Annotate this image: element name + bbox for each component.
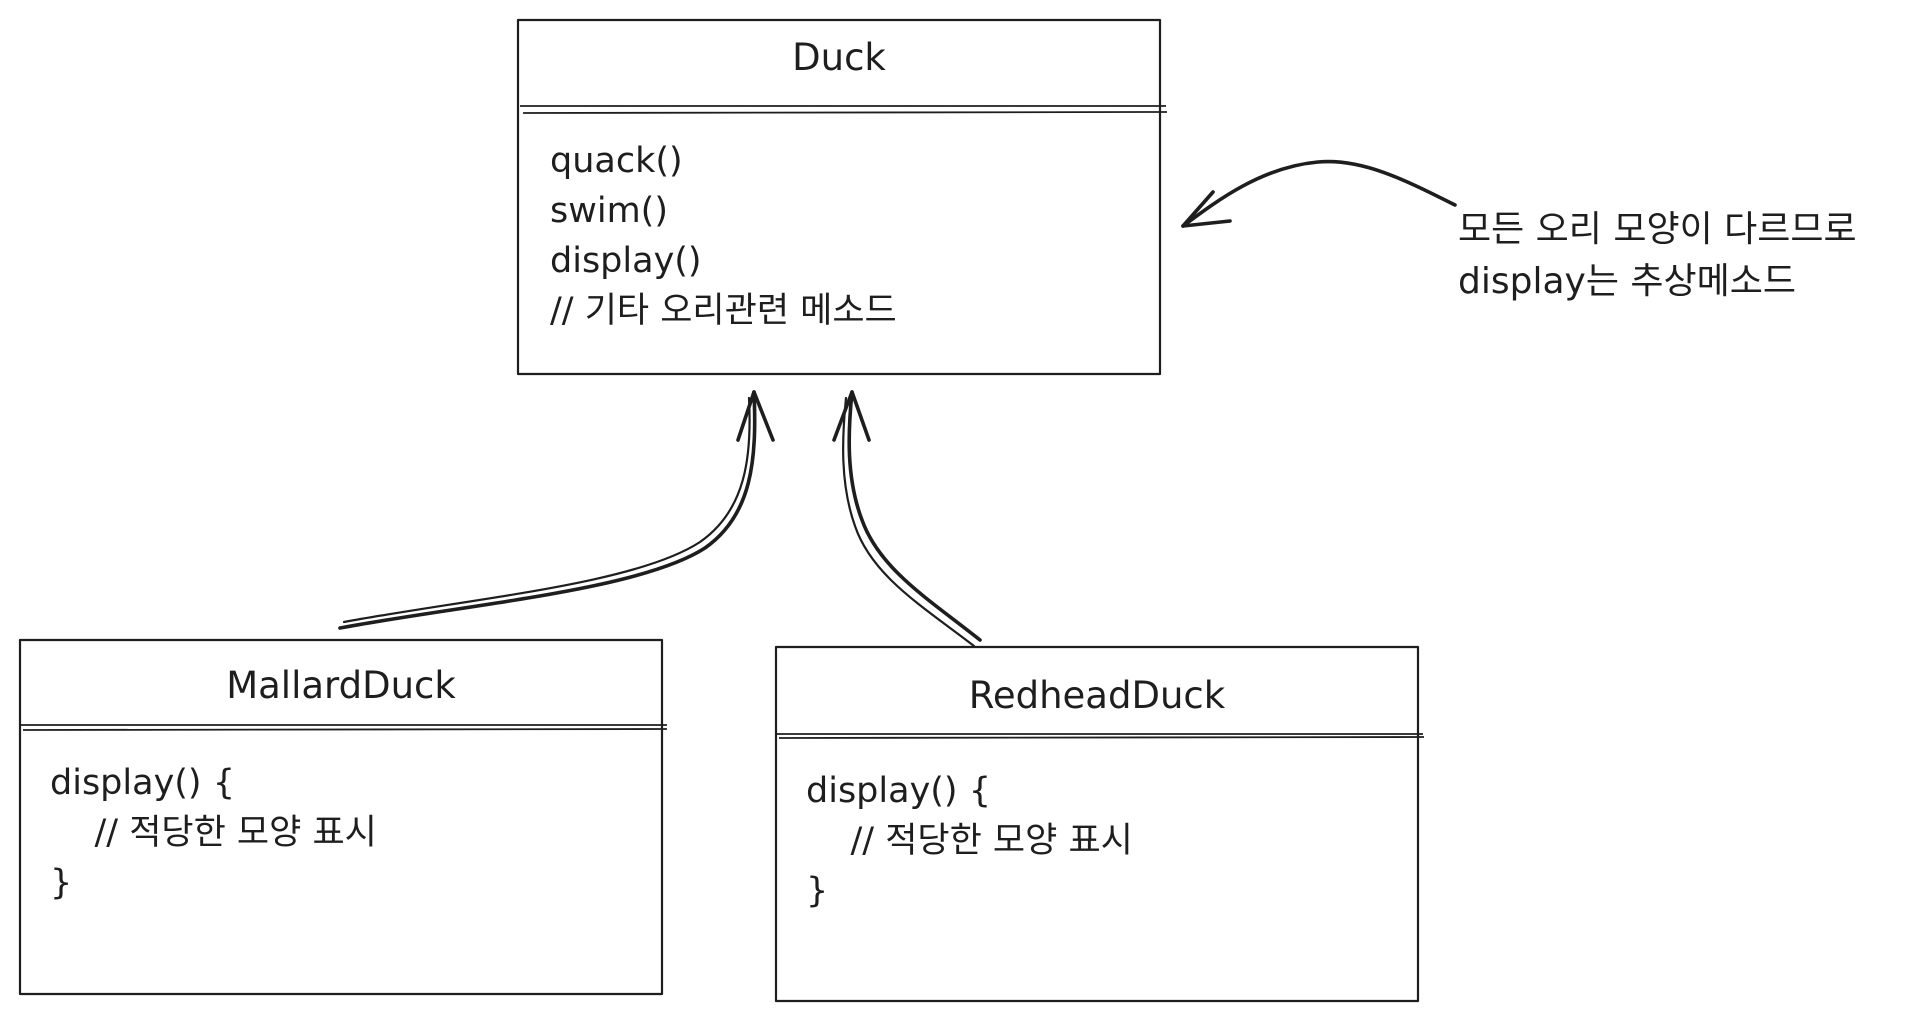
redhead-divider-line-2 [778, 736, 1425, 739]
abstract-method-note: 모든 오리 모양이 다르므로 display는 추상메소드 [1458, 204, 1857, 308]
note-arrow-shaft [1181, 159, 1457, 228]
redhead-arrow-shaft-echo [842, 396, 976, 648]
redhead-arrow-shaft [847, 390, 982, 642]
duck-box-border [516, 18, 1162, 376]
mallard-method-display-comment: // 적당한 모양 표시 [50, 813, 377, 853]
mallard-arrow-shaft-echo [342, 396, 751, 624]
mallard-duck-class-name: MallardDuck [226, 664, 456, 707]
mallard-method-display-open: display() { [50, 763, 235, 803]
duck-member-list: quack() swim() display() // 기타 오리관련 메소드 [550, 136, 897, 336]
redhead-member-list: display() { // 적당한 모양 표시 } [806, 766, 1133, 916]
mallard-to-duck-arrow[interactable] [338, 390, 775, 630]
mallard-arrow-shaft [338, 390, 757, 630]
redhead-duck-class-name: RedheadDuck [968, 674, 1226, 717]
duck-divider-line-2 [522, 111, 1168, 114]
mallard-arrowhead-icon [736, 390, 775, 442]
redhead-method-display-close: } [806, 871, 829, 911]
mallard-divider-line-2 [22, 728, 668, 731]
note-to-duck-arrow[interactable] [1181, 159, 1457, 228]
redhead-box-border [774, 645, 1420, 1003]
redhead-method-display-comment: // 적당한 모양 표시 [806, 821, 1133, 861]
redhead-arrowhead-icon [832, 390, 871, 442]
redhead-duck-class-box[interactable] [774, 645, 1425, 1003]
note-line-2: display는 추상메소드 [1458, 261, 1796, 302]
note-line-1: 모든 오리 모양이 다르므로 [1458, 209, 1857, 250]
mallard-method-display-close: } [50, 863, 73, 903]
note-arrowhead-icon [1181, 190, 1232, 228]
mallard-box-border [18, 638, 664, 996]
mallard-member-list: display() { // 적당한 모양 표시 } [50, 758, 377, 908]
duck-method-display: display() [550, 241, 702, 281]
duck-method-swim: swim() [550, 191, 668, 231]
redhead-to-duck-arrow[interactable] [832, 390, 982, 648]
mallard-duck-class-box[interactable] [18, 638, 668, 996]
redhead-method-display-open: display() { [806, 771, 991, 811]
duck-method-quack: quack() [550, 141, 683, 181]
duck-method-comment: // 기타 오리관련 메소드 [550, 291, 897, 331]
duck-class-box[interactable] [516, 18, 1168, 376]
duck-class-name: Duck [792, 36, 886, 79]
